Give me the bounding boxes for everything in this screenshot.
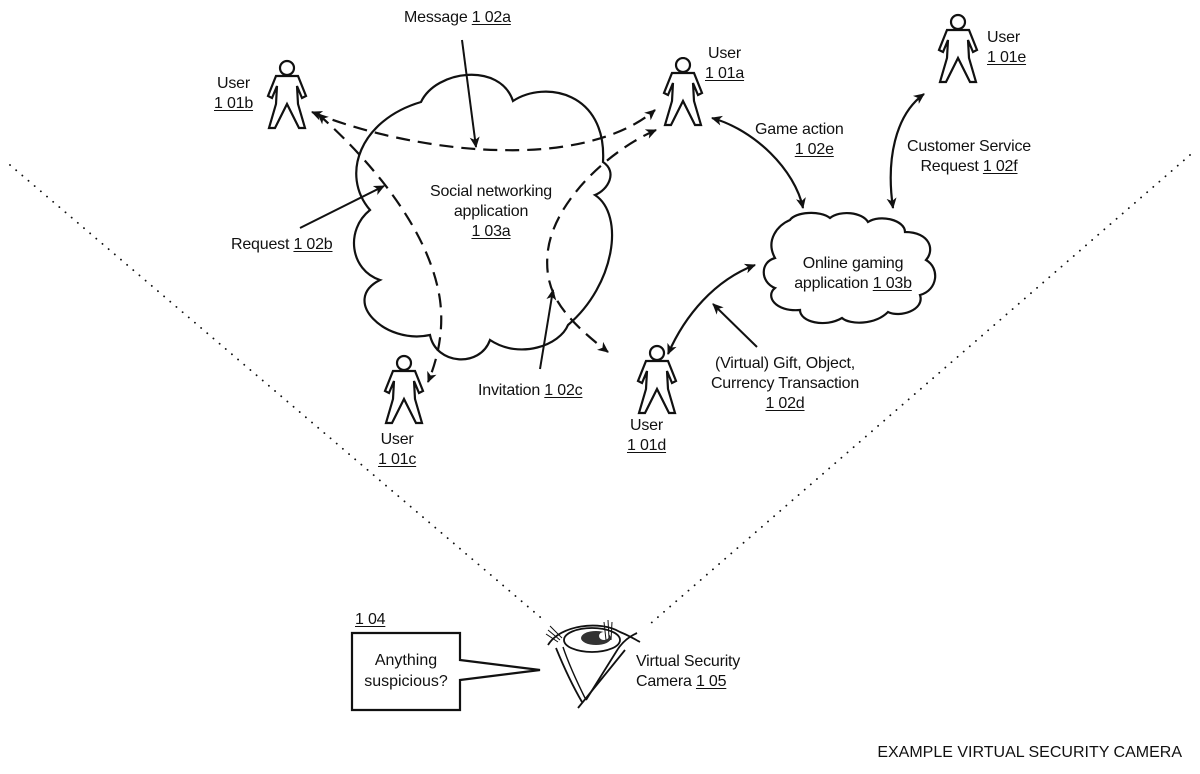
user-101e-label: User 1 01e — [987, 28, 1026, 68]
user-101a-figure[interactable] — [664, 58, 702, 125]
user-101c-ref: 1 01c — [378, 450, 416, 470]
user-101d-ref: 1 01d — [627, 436, 666, 456]
user-101c-label: User 1 01c — [378, 430, 416, 470]
game-action-title: Game action — [755, 120, 844, 140]
transaction-arrow — [668, 265, 755, 354]
social-networking-ref: 1 03a — [416, 222, 566, 242]
invitation-label: Invitation 1 02c — [478, 381, 582, 401]
transaction-line2: Currency Transaction — [700, 374, 870, 394]
user-101c-figure[interactable] — [385, 356, 423, 423]
camera-line2-wrap: Camera 1 05 — [636, 672, 740, 692]
user-101c-title: User — [378, 430, 416, 450]
request-ref: 1 02b — [293, 236, 332, 253]
social-networking-line1: Social networking — [416, 182, 566, 202]
customer-service-line1: Customer Service — [907, 137, 1031, 157]
social-networking-line2: application — [416, 202, 566, 222]
camera-line1: Virtual Security — [636, 652, 740, 672]
user-101d-figure[interactable] — [638, 346, 676, 413]
user-101a-ref: 1 01a — [705, 64, 744, 84]
user-101e-title: User — [987, 28, 1026, 48]
online-gaming-label[interactable]: Online gaming application 1 03b — [778, 254, 928, 294]
request-label-text: Request — [231, 236, 289, 253]
speech-bubble-line1: Anything — [346, 650, 466, 671]
request-label: Request 1 02b — [231, 235, 333, 255]
online-gaming-line1: Online gaming — [778, 254, 928, 274]
online-gaming-line2-wrap: application 1 03b — [778, 274, 928, 294]
online-gaming-ref: 1 03b — [873, 275, 912, 292]
message-pointer-arrow — [462, 40, 476, 147]
user-101d-label: User 1 01d — [627, 416, 666, 456]
customer-service-label: Customer Service Request 1 02f — [907, 137, 1031, 177]
speech-bubble-text: Anything suspicious? — [346, 650, 466, 692]
eye-camera-icon[interactable] — [546, 620, 640, 708]
invitation-label-text: Invitation — [478, 382, 540, 399]
camera-ref: 1 05 — [696, 673, 726, 690]
game-action-label: Game action 1 02e — [755, 120, 844, 160]
speech-bubble-ref: 1 04 — [355, 610, 385, 630]
customer-service-line2-wrap: Request 1 02f — [907, 157, 1031, 177]
user-101d-title: User — [627, 416, 666, 436]
game-action-ref: 1 02e — [755, 140, 844, 160]
transaction-line1: (Virtual) Gift, Object, — [700, 354, 870, 374]
figure-caption: EXAMPLE VIRTUAL SECURITY CAMERA — [877, 744, 1182, 762]
message-label-text: Message — [404, 9, 468, 26]
user-101a-label: User 1 01a — [705, 44, 744, 84]
customer-service-ref: 1 02f — [983, 158, 1018, 175]
transaction-label: (Virtual) Gift, Object, Currency Transac… — [700, 354, 870, 414]
camera-line2: Camera — [636, 673, 692, 690]
user-101b-label: User 1 01b — [214, 74, 253, 114]
message-label: Message 1 02a — [404, 8, 511, 28]
speech-bubble-line2: suspicious? — [346, 671, 466, 692]
transaction-pointer-arrow — [713, 304, 757, 347]
social-networking-label[interactable]: Social networking application 1 03a — [416, 182, 566, 242]
invitation-ref: 1 02c — [544, 382, 582, 399]
camera-view-cone — [10, 155, 1190, 624]
user-101b-title: User — [214, 74, 253, 94]
customer-service-line2: Request — [920, 158, 978, 175]
camera-label: Virtual Security Camera 1 05 — [636, 652, 740, 692]
user-101a-title: User — [705, 44, 744, 64]
user-101e-figure[interactable] — [939, 15, 977, 82]
user-101e-ref: 1 01e — [987, 48, 1026, 68]
user-101b-ref: 1 01b — [214, 94, 253, 114]
transaction-ref: 1 02d — [700, 394, 870, 414]
user-101b-figure[interactable] — [268, 61, 306, 128]
invitation-pointer-arrow — [540, 290, 553, 369]
request-dashed-flow — [318, 114, 441, 382]
online-gaming-line2: application — [794, 275, 868, 292]
message-ref: 1 02a — [472, 9, 511, 26]
request-pointer-arrow — [300, 186, 384, 228]
